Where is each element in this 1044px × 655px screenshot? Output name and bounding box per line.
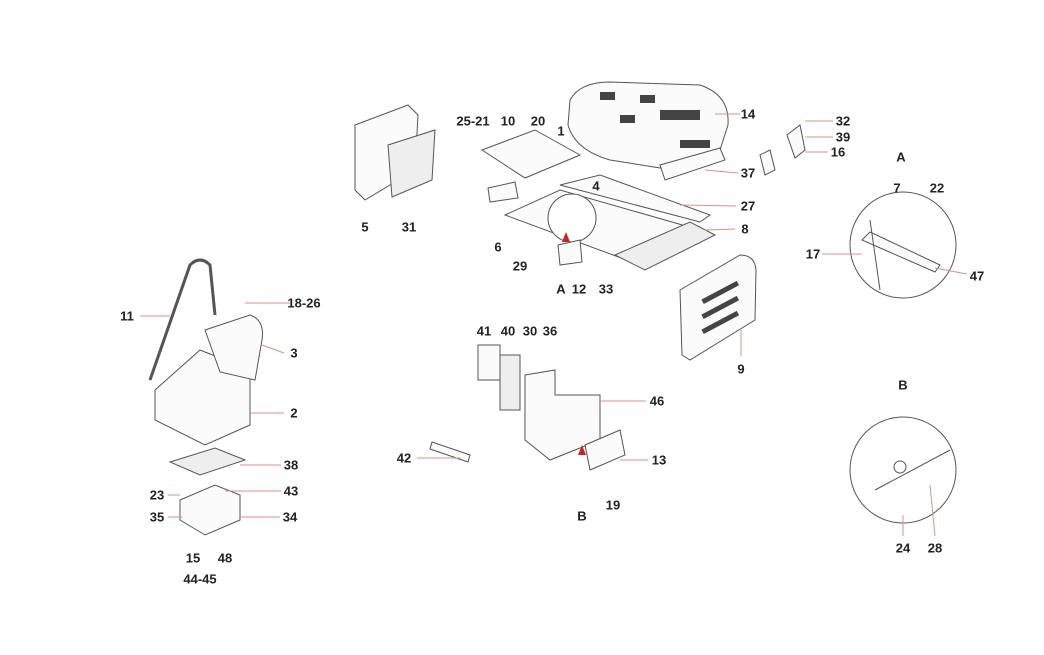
detail-a-view	[849, 191, 957, 299]
label-43: 43	[283, 483, 299, 499]
label-42: 42	[396, 450, 412, 466]
label-3: 3	[290, 345, 298, 361]
label-25-21: 25-21	[456, 113, 490, 129]
label-36: 36	[542, 323, 558, 339]
label-31: 31	[401, 219, 417, 235]
label-23: 23	[149, 487, 165, 503]
label-10: 10	[500, 113, 516, 129]
label-19: 19	[605, 497, 621, 513]
plate-41	[477, 344, 501, 381]
label-18-26: 18-26	[287, 295, 321, 311]
label-22: 22	[929, 180, 945, 196]
label-48: 48	[217, 550, 233, 566]
label-5: 5	[361, 219, 369, 235]
upper-plate-10	[480, 129, 582, 179]
label-7: 7	[893, 180, 901, 196]
cover-vents	[600, 92, 710, 148]
leader-lines	[140, 113, 968, 537]
label-24: 24	[895, 540, 911, 556]
label-29: 29	[512, 258, 528, 274]
detail-b-title: B	[898, 377, 908, 393]
label-17: 17	[805, 246, 821, 262]
lid-3	[204, 314, 263, 381]
label-47: 47	[969, 268, 985, 284]
detail-a-strut	[861, 231, 941, 273]
label-13: 13	[651, 452, 667, 468]
label-12: 12	[571, 281, 587, 297]
label-4: 4	[592, 178, 600, 194]
label-39: 39	[835, 129, 851, 145]
grille-8	[613, 221, 717, 271]
plate-42	[429, 441, 471, 463]
plate-40	[499, 354, 521, 411]
bracket-13	[584, 429, 626, 471]
label-30: 30	[522, 323, 538, 339]
label-46: 46	[649, 393, 665, 409]
label-35: 35	[149, 509, 165, 525]
label-6: 6	[494, 239, 502, 255]
label-11: 11	[120, 308, 134, 324]
label-9: 9	[737, 361, 745, 377]
detail-a-title: A	[896, 149, 906, 165]
label-27: 27	[740, 198, 756, 214]
handle-11	[148, 258, 217, 381]
plate-38	[168, 447, 247, 476]
box-43	[179, 484, 241, 536]
label-33: 33	[598, 281, 614, 297]
label-15: 15	[185, 550, 201, 566]
arrow-b	[578, 445, 586, 455]
bracket-30-36	[524, 369, 601, 461]
label-44-45: 44-45	[183, 571, 217, 587]
panel-31	[387, 129, 436, 198]
rail-27	[559, 174, 712, 223]
label-28: 28	[927, 540, 943, 556]
part-6	[487, 181, 519, 203]
front-panel-vents	[701, 280, 740, 335]
label-37: 37	[740, 165, 756, 181]
part-37	[659, 147, 726, 181]
bracket-12	[557, 239, 583, 266]
hinge-parts	[759, 124, 806, 176]
label-32: 32	[835, 113, 851, 129]
label-40: 40	[500, 323, 516, 339]
arrow-a	[562, 232, 570, 242]
label-8: 8	[741, 221, 749, 237]
label-38: 38	[283, 457, 299, 473]
label-2: 2	[290, 405, 298, 421]
label-41: 41	[476, 323, 492, 339]
fastener-24	[893, 460, 907, 474]
label-a: A	[556, 281, 566, 297]
label-b: B	[577, 508, 587, 524]
label-14: 14	[740, 106, 756, 122]
label-34: 34	[282, 509, 298, 525]
label-16: 16	[830, 144, 846, 160]
detail-a-circle	[547, 193, 597, 243]
label-20: 20	[530, 113, 546, 129]
label-1: 1	[557, 123, 565, 139]
